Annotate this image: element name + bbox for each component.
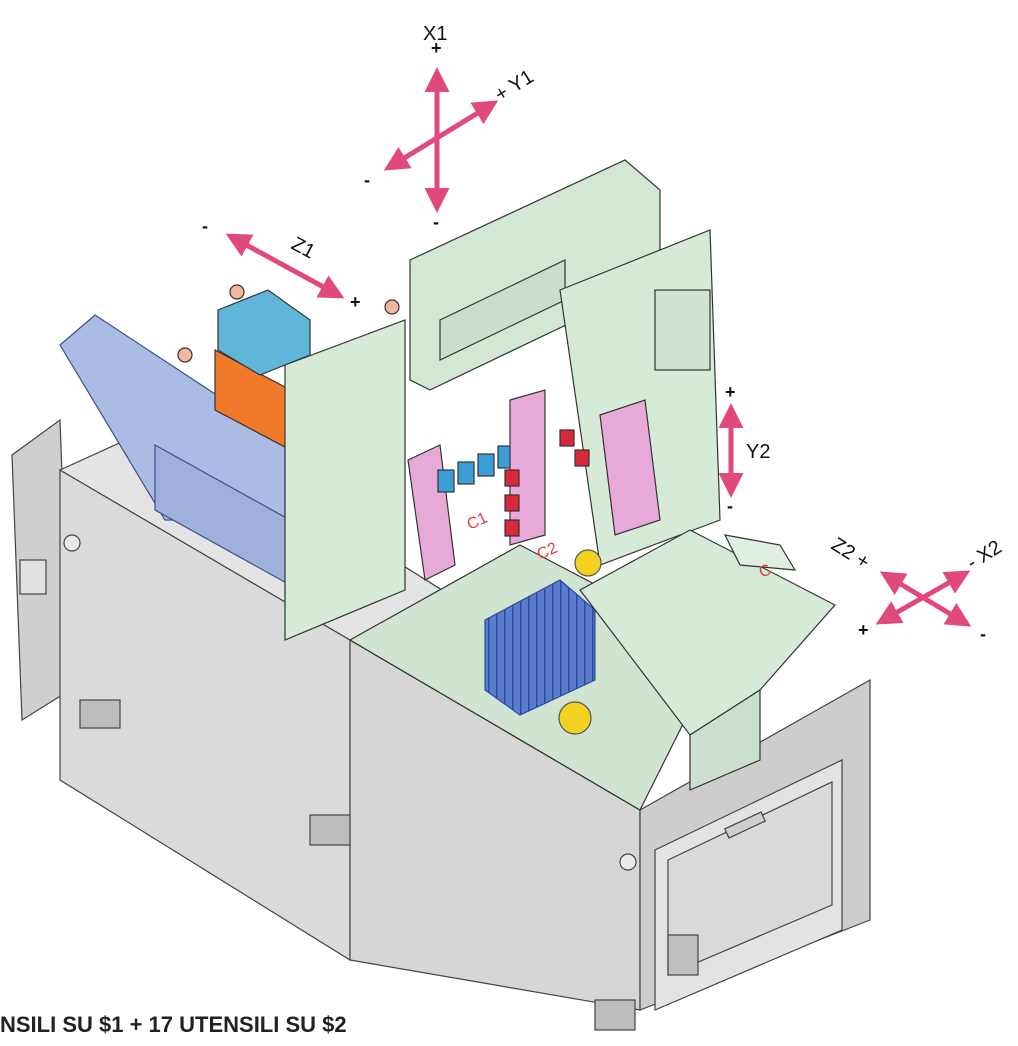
axis-y2-label: Y2: [746, 441, 770, 463]
tool-c2-red-3: [504, 519, 520, 537]
axis-z1-plus: +: [350, 292, 361, 312]
base-knob-right: [619, 853, 637, 871]
axis-z2-label: Z2 +: [827, 534, 873, 574]
base-knob-left: [63, 534, 81, 552]
axis-x2-arrow: [875, 570, 971, 625]
door-handle: [723, 811, 767, 839]
tool-c2-red-5: [574, 449, 590, 467]
head-link-joint-3: [384, 299, 400, 315]
axis-x2-plus: +: [858, 620, 869, 640]
tool-c1-blue-3: [477, 453, 495, 477]
main-spindle-head: [177, 284, 400, 456]
axis-x1-plus: +: [431, 38, 442, 58]
figure-caption: NSILI SU $1 + 17 UTENSILI SU $2: [0, 1012, 347, 1037]
axis-y1-label: + Y1: [491, 66, 538, 107]
axis-z1-arrow: [225, 233, 345, 299]
axis-y1-minus: -: [364, 170, 370, 190]
sub-spindle-head: [579, 529, 836, 791]
base-foot-left: [79, 699, 121, 729]
axis-y1-arrow: [383, 100, 499, 171]
axis-y2-minus: -: [727, 496, 733, 516]
door-latch: [667, 934, 699, 976]
tool-c2-red-1: [504, 469, 520, 487]
frame-motor-box: [654, 289, 711, 371]
access-door: [654, 759, 843, 1011]
axis-x1-minus: -: [433, 212, 439, 232]
yellow-gear: [558, 701, 592, 735]
axis-z2-minus: -: [980, 624, 986, 644]
head-link-joint-1: [229, 284, 245, 300]
axis-z1-label: Z1: [288, 233, 319, 263]
base-side-box: [19, 559, 47, 595]
head-link-joint-2: [177, 347, 193, 363]
axis-y2-plus: +: [725, 382, 736, 402]
tool-label-c1: C1: [465, 510, 491, 534]
yellow-spindle-part: [574, 549, 602, 577]
axis-arrows: [225, 67, 972, 627]
axis-x1-label: X1: [423, 23, 447, 45]
tool-c2-red-2: [504, 494, 520, 512]
tool-c1-blue-2: [457, 461, 475, 485]
axis-x2-label: - X2: [963, 536, 1006, 574]
frame-left-wall: [284, 319, 406, 641]
bar-feeder-slide: [59, 314, 291, 587]
tool-c2-red-4: [559, 429, 575, 447]
axis-z1-minus: -: [202, 216, 208, 236]
tool-block-right: [599, 399, 661, 536]
tool-c1-blue-1: [437, 469, 455, 493]
chip-conveyor: [484, 579, 596, 716]
base-foot-right: [594, 999, 636, 1031]
tool-block-c2: [504, 389, 590, 546]
base-foot-mid: [309, 814, 351, 846]
